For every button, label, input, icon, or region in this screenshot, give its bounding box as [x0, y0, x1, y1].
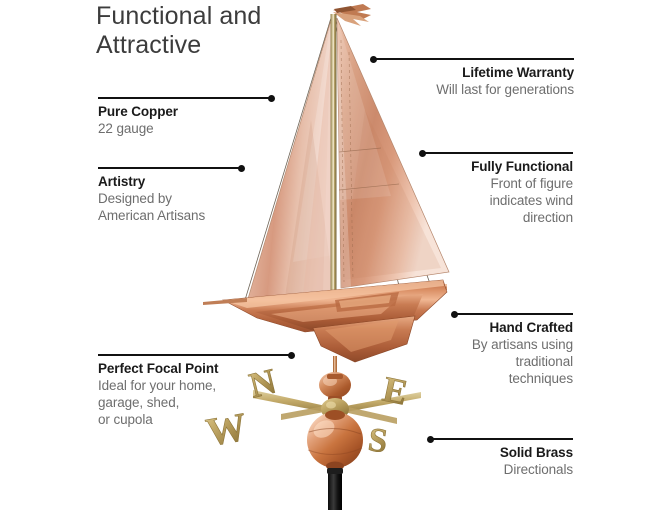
callout-rule	[98, 167, 244, 169]
callout-body: Will last for generations	[436, 82, 574, 97]
callout-body: Ideal for your home, garage, shed, or cu…	[98, 378, 217, 427]
callout-rule	[452, 313, 573, 315]
callout-heading: Artistry	[98, 174, 146, 189]
callout-heading: Pure Copper	[98, 104, 178, 119]
direction-letter-n: N	[245, 361, 280, 406]
callout-rule	[420, 152, 573, 154]
compass-finial	[319, 372, 351, 402]
direction-letter-w: W	[203, 404, 250, 455]
mainsail	[336, 17, 450, 289]
mounting-rod	[328, 468, 342, 510]
callout-dot	[238, 164, 245, 172]
page-title: Functional and Attractive	[96, 2, 262, 59]
callout-heading: Perfect Focal Point	[98, 361, 219, 376]
callout-heading: Hand Crafted	[489, 320, 573, 335]
compass-directional-arms	[253, 390, 421, 424]
callout-heading: Lifetime Warranty	[462, 65, 574, 80]
product-image-copper-sailboat-weathervane: N W E S	[185, 0, 485, 510]
callout-rule	[98, 354, 294, 356]
copper-sphere	[307, 410, 363, 471]
direction-letter-e: E	[379, 369, 411, 413]
hull	[221, 279, 448, 363]
callout-dot	[370, 55, 377, 63]
callout-dot	[268, 94, 275, 102]
callout-dot	[419, 149, 426, 157]
direction-letter-s: S	[366, 421, 390, 460]
callout-body: 22 gauge	[98, 121, 154, 136]
callout-body: Designed by American Artisans	[98, 191, 206, 223]
callout-heading: Fully Functional	[471, 159, 573, 174]
callout-body: By artisans using traditional techniques	[471, 337, 573, 386]
callout-rule	[98, 97, 274, 99]
callout-dot	[427, 435, 434, 443]
callout-rule	[371, 58, 574, 60]
callout-body: Directionals	[503, 462, 573, 477]
masthead-pennant-icon	[333, 4, 371, 26]
callout-body: Front of figure indicates wind direction	[489, 176, 574, 225]
callout-dot	[288, 351, 295, 359]
callout-rule	[428, 438, 573, 440]
callout-heading: Solid Brass	[499, 445, 573, 460]
callout-dot	[451, 310, 458, 318]
